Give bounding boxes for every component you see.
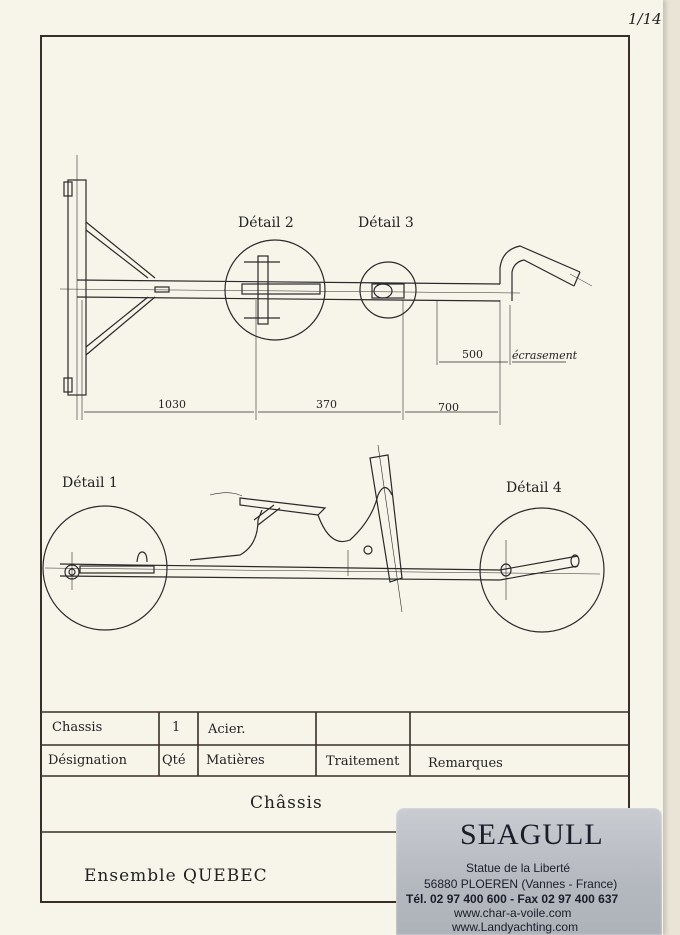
side-rear-tube-end <box>570 554 580 568</box>
rear-tube-axis <box>569 273 593 287</box>
detail-1-circle <box>42 505 168 631</box>
detail-3-label: Détail 3 <box>358 215 414 231</box>
header-designation: Désignation <box>48 753 127 768</box>
side-view <box>42 444 605 633</box>
seat-back-curve <box>317 486 393 543</box>
dim-370: 370 <box>316 398 337 411</box>
side-tube-bottom <box>59 575 501 581</box>
page-number: 1/14 <box>628 10 662 28</box>
side-axis <box>44 567 601 575</box>
detail-1-slot <box>79 565 155 574</box>
side-tube-top <box>59 563 501 571</box>
row1-designation: Chassis <box>52 720 103 735</box>
upper-brace <box>85 221 156 279</box>
row1-material: Acier. <box>208 722 246 737</box>
seagull-address-2: 56880 PLOEREN (Vannes - France) <box>424 877 618 891</box>
detail-2-circle <box>224 239 326 341</box>
header-material: Matières <box>206 753 265 768</box>
dim-500: 500 <box>462 348 483 361</box>
mast-axis <box>377 444 403 613</box>
side-rear-rise <box>499 555 579 581</box>
title-block-grid <box>40 711 630 833</box>
lower-brace <box>85 296 156 356</box>
seagull-phone: Tél. 02 97 400 600 - Fax 02 97 400 637 <box>406 892 619 906</box>
assembly-name: Ensemble QUEBEC <box>84 866 268 886</box>
dim-1030: 1030 <box>158 398 186 411</box>
seagull-web-2: www.Landyachting.com <box>452 920 579 934</box>
upper-brace-inner <box>85 229 149 279</box>
main-tube-axis <box>59 288 521 294</box>
drawing-sheet <box>0 0 663 935</box>
seagull-label: SEAGULL Statue de la Liberté 56880 PLOER… <box>396 808 662 935</box>
side-tab <box>136 551 148 563</box>
lower-brace-inner <box>85 296 149 348</box>
detail-4-circle <box>479 507 605 633</box>
seagull-brand: SEAGULL <box>460 818 604 851</box>
detail-2-plate <box>257 255 269 325</box>
mast-tube <box>369 454 403 583</box>
side-bolt <box>363 545 373 555</box>
main-tube-top <box>76 279 501 285</box>
header-treatment: Traitement <box>326 754 400 769</box>
top-bracket <box>63 181 73 197</box>
slot <box>154 286 170 293</box>
seagull-address-1: Statue de la Liberté <box>466 861 571 875</box>
rear-bend-inner <box>511 259 575 301</box>
drawing-frame <box>40 35 630 903</box>
seat-strut <box>253 504 281 526</box>
dim-700: 700 <box>438 401 459 414</box>
rear-bend-outer <box>499 245 581 284</box>
seat-leader <box>209 492 243 497</box>
seagull-web-1: www.char-a-voile.com <box>454 906 572 920</box>
dim-ecrasement: écrasement <box>512 349 578 362</box>
top-view <box>59 155 593 425</box>
detail-3-tube-end <box>373 283 393 299</box>
header-remarks: Remarques <box>428 756 503 771</box>
detail-2-label: Détail 2 <box>238 215 294 231</box>
detail-1-label: Détail 1 <box>62 475 118 491</box>
part-name: Châssis <box>250 793 323 813</box>
seat-board <box>239 497 327 516</box>
detail-2-sleeve <box>241 283 321 295</box>
seat-front <box>189 509 263 561</box>
detail-3-collar <box>371 283 405 299</box>
bottom-bracket <box>63 377 73 393</box>
main-tube-bottom <box>76 296 501 302</box>
detail-3-circle <box>359 261 417 319</box>
rear-tube-end <box>573 271 581 287</box>
detail-4-label: Détail 4 <box>506 480 562 496</box>
row1-qty: 1 <box>172 720 181 735</box>
header-qty: Qté <box>162 753 186 768</box>
